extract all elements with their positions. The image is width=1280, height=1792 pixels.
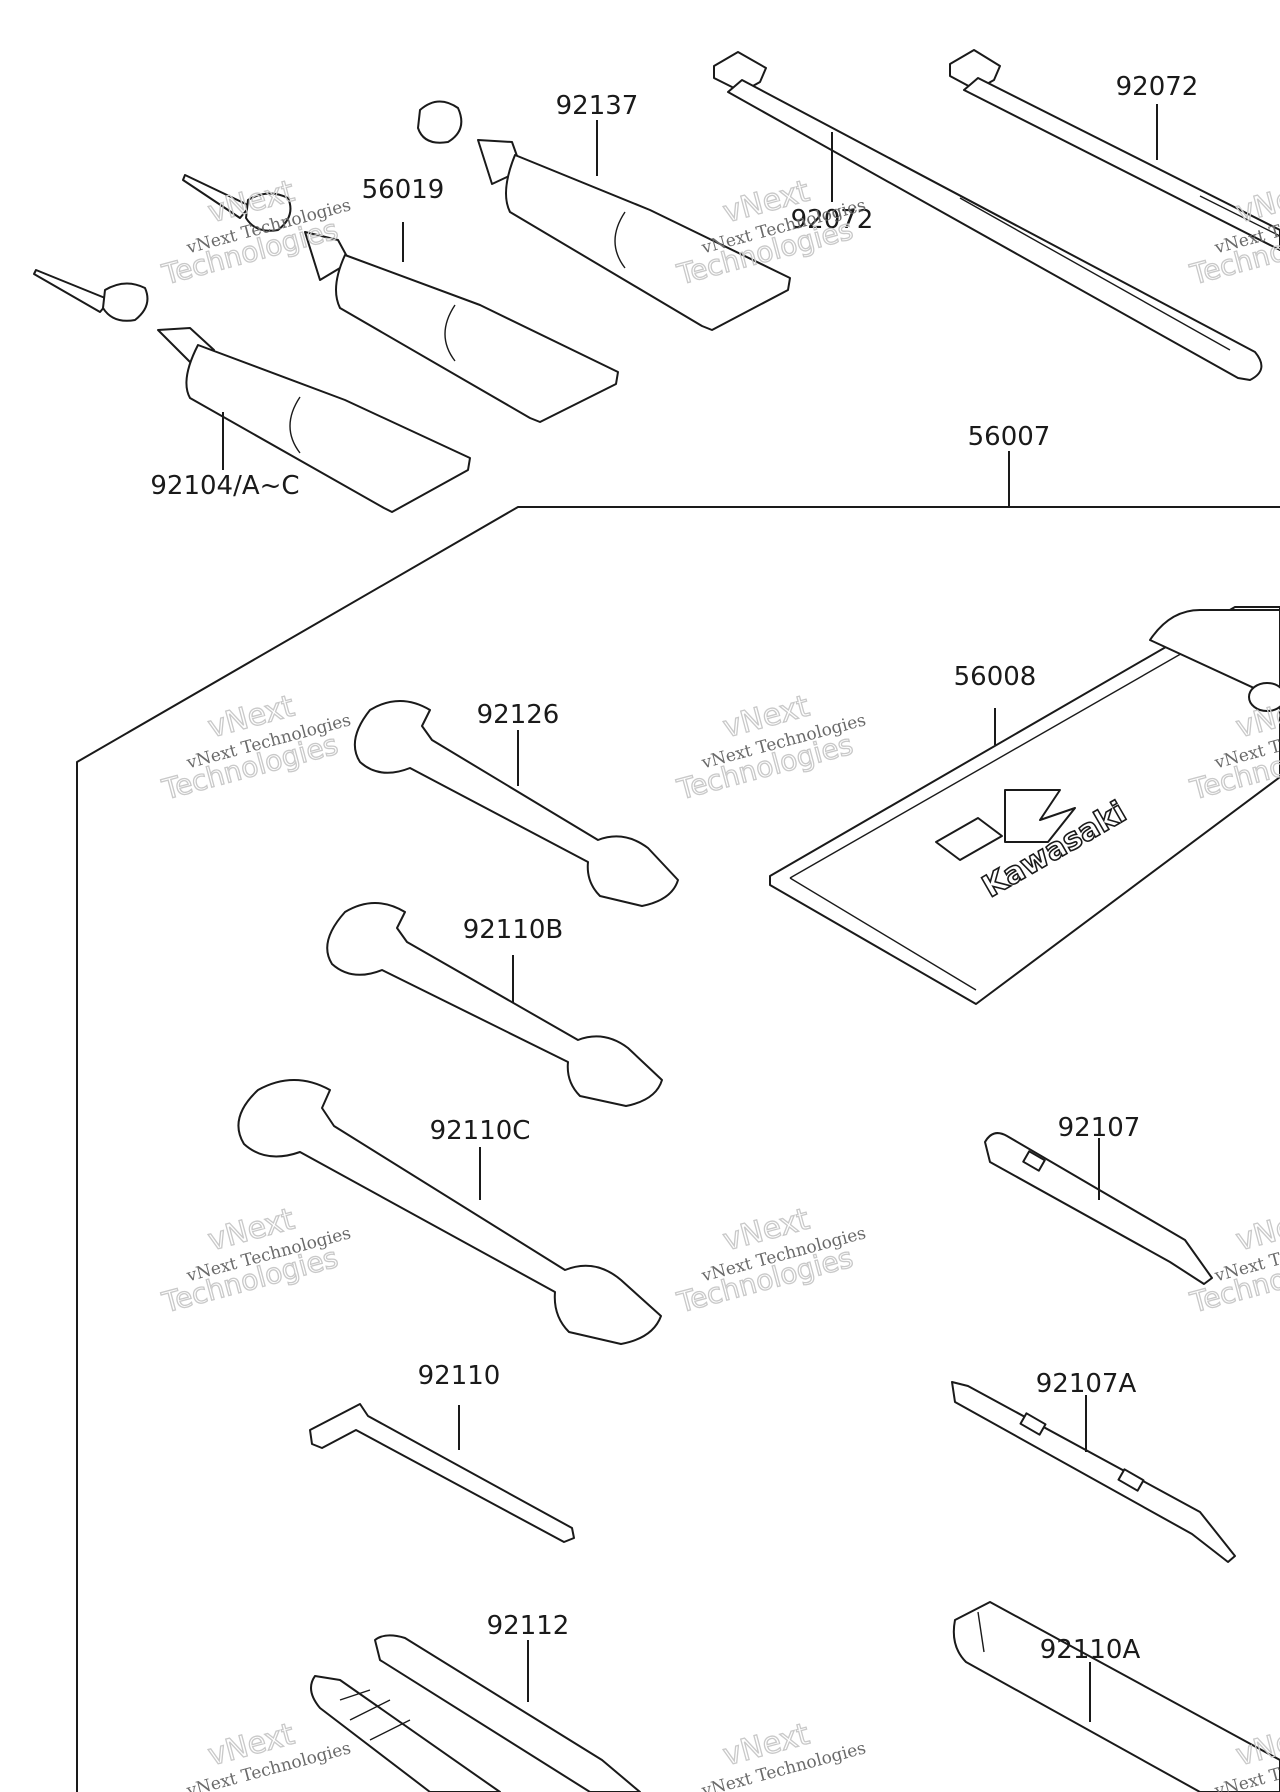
label-92104: 92104/A~C	[150, 471, 299, 501]
label-92110A: 92110A	[1040, 1635, 1141, 1665]
screwdriver-92107	[984, 1132, 1213, 1285]
watermark: vNext Technologies vNext Technologies	[1186, 173, 1280, 292]
label-56008: 56008	[954, 662, 1037, 692]
watermark: vNext Technologies vNext Technologies	[673, 1201, 869, 1320]
pliers-92112	[310, 1634, 641, 1792]
label-92072-right: 92072	[1116, 72, 1199, 102]
watermark: vNext Technologies vNext Technologies	[673, 173, 869, 292]
label-92072-left: 92072	[791, 205, 874, 235]
wrench-92110B	[326, 902, 663, 1107]
wrench-92126	[353, 700, 679, 907]
svg-text:vNext: vNext	[1232, 174, 1280, 231]
svg-text:vNext: vNext	[1232, 1202, 1280, 1259]
tube-92137	[417, 100, 791, 331]
label-92107: 92107	[1058, 1113, 1141, 1143]
cable-tie-92072-left	[713, 51, 1263, 381]
wrench-92110C	[237, 1079, 662, 1345]
label-92110B: 92110B	[463, 915, 564, 945]
part-labels: 92137 56019 92072 92072 92104/A~C 56007 …	[150, 72, 1198, 1665]
tube-92104	[33, 269, 471, 513]
label-92126: 92126	[477, 700, 560, 730]
label-56007: 56007	[968, 422, 1051, 452]
label-92110C: 92110C	[430, 1116, 531, 1146]
label-56019: 56019	[362, 175, 445, 205]
tube-56019	[182, 174, 619, 423]
label-92107A: 92107A	[1036, 1369, 1137, 1399]
svg-text:vNext: vNext	[1232, 1717, 1280, 1774]
watermark: vNext vNext Technologies	[699, 1716, 868, 1792]
label-92112: 92112	[487, 1611, 570, 1641]
watermark: vNext vNext Technologies	[184, 1716, 353, 1792]
label-92137: 92137	[556, 91, 639, 121]
tool-bag-56008: Kawasaki	[769, 606, 1280, 1005]
cable-tie-92072-right	[949, 49, 1280, 251]
label-92110: 92110	[418, 1361, 501, 1391]
spark-plug-wrench-92110A	[952, 1601, 1280, 1792]
screwdriver-92107A	[951, 1381, 1236, 1563]
hex-key-92110	[309, 1403, 575, 1543]
